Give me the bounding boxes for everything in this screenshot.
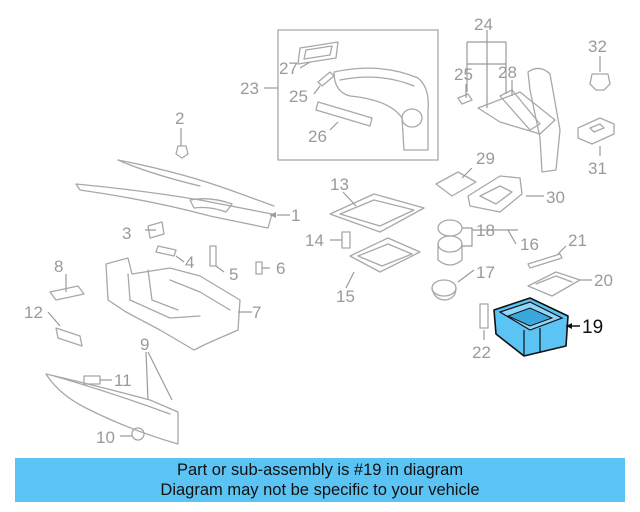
caption-line-2: Diagram may not be specific to your vehi…: [160, 481, 480, 499]
part-22: [479, 303, 489, 329]
label-32: 32: [588, 37, 607, 56]
label-24: 24: [474, 15, 493, 34]
leader-lines: [47, 30, 601, 437]
console-frame-7: [105, 257, 241, 351]
label-3: 3: [122, 224, 131, 243]
label-17: 17: [476, 263, 495, 282]
label-25-inner: 25: [289, 87, 308, 106]
label-25-outer: 25: [454, 65, 473, 84]
label-29: 29: [476, 149, 495, 168]
label-22: 22: [472, 343, 491, 362]
bracket-31: [577, 117, 615, 145]
side-panel-9: [45, 373, 179, 445]
part-10: [131, 427, 145, 441]
clip-32: [589, 73, 611, 91]
cupholders: [431, 219, 463, 301]
label-7: 7: [252, 303, 261, 322]
label-28: 28: [498, 63, 517, 82]
label-11: 11: [114, 371, 132, 390]
part-14: [341, 231, 351, 249]
part-29: [435, 171, 477, 197]
label-6: 6: [276, 259, 285, 278]
highlighted-part-19: [493, 297, 569, 357]
label-2: 2: [175, 109, 184, 128]
part-6: [255, 261, 263, 275]
part-11: [83, 375, 101, 385]
label-9: 9: [140, 335, 149, 354]
label-1: 1: [291, 206, 300, 225]
caption-banner: Part or sub-assembly is #19 in diagram D…: [15, 458, 625, 502]
label-8: 8: [54, 257, 63, 276]
part-5: [209, 245, 217, 267]
tray-15: [349, 237, 421, 273]
label-12: 12: [24, 303, 43, 322]
screw-2: [175, 128, 189, 159]
label-31: 31: [588, 159, 607, 178]
label-14: 14: [305, 231, 324, 250]
label-19: 19: [582, 317, 603, 338]
armrest-hinge: [457, 67, 561, 173]
label-15: 15: [336, 287, 355, 306]
label-23: 23: [240, 79, 259, 98]
label-26: 26: [308, 127, 327, 146]
label-13: 13: [330, 175, 349, 194]
label-21: 21: [568, 231, 587, 250]
label-30: 30: [546, 188, 565, 207]
part-labels: 1 2 3 4 5 6 7 8 9 10 11 12 13 14 15 16 1…: [24, 15, 613, 447]
label-18: 18: [476, 221, 495, 240]
parts-diagram: 1 2 3 4 5 6 7 8 9 10 11 12 13 14 15 16 1…: [24, 15, 615, 447]
armrest-subassembly-box: [277, 29, 439, 161]
part-4: [155, 245, 177, 257]
label-16: 16: [520, 235, 539, 254]
label-4: 4: [185, 253, 194, 272]
console-trim-panel-1: [75, 159, 275, 229]
part-12: [55, 327, 83, 347]
label-10: 10: [96, 428, 115, 447]
part-21: [527, 253, 563, 269]
part-3: [147, 221, 165, 239]
part-20: [527, 271, 581, 297]
part-8: [49, 285, 85, 301]
label-27: 27: [279, 59, 298, 78]
tray-13: [329, 193, 425, 233]
label-5: 5: [229, 265, 238, 284]
part-30: [467, 175, 523, 213]
label-20: 20: [594, 271, 613, 290]
caption-line-1: Part or sub-assembly is #19 in diagram: [176, 461, 464, 479]
